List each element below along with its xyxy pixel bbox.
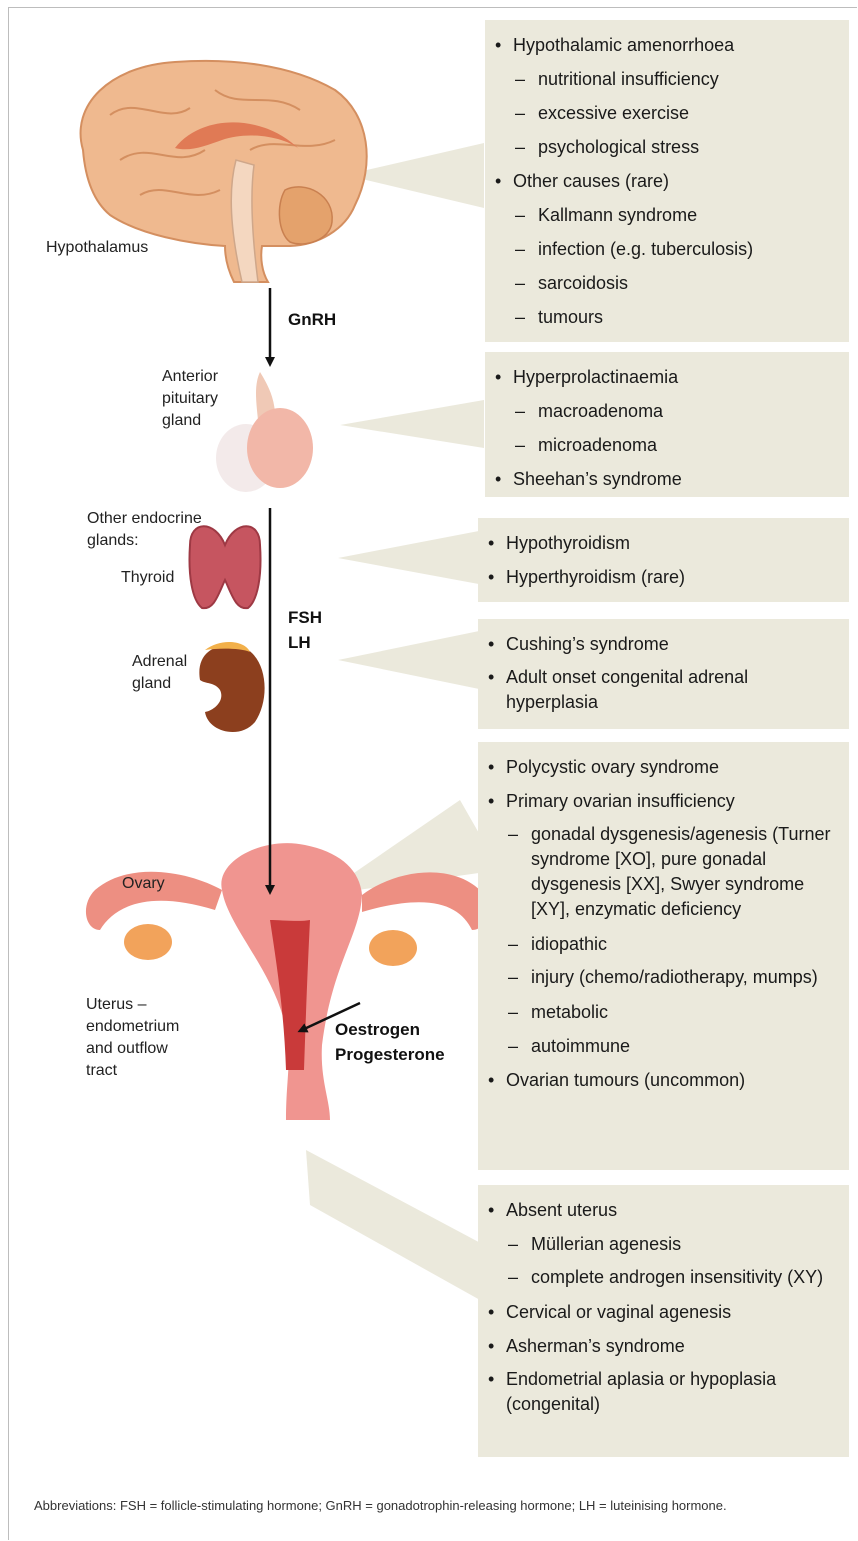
cause-bullet-item: Cushing’s syndrome	[488, 627, 839, 661]
box-pituitary-causes: Hyperprolactinaemiamacroadenomamicroaden…	[485, 352, 849, 497]
label-ovary: Ovary	[122, 873, 165, 895]
label-uterus: Uterus – endometrium and outflow tract	[86, 994, 179, 1082]
label-progesterone: Progesterone	[335, 1044, 445, 1066]
arrow-to-pituitary	[340, 400, 484, 448]
label-line: endometrium	[86, 1016, 179, 1038]
cause-bullet-item: Sheehan’s syndrome	[495, 462, 839, 496]
label-lh: LH	[288, 632, 311, 654]
arrow-to-thyroid	[338, 530, 484, 585]
cause-bullet-item: Polycystic ovary syndrome	[488, 750, 839, 784]
cause-sub-item: injury (chemo/radiotherapy, mumps)	[488, 965, 839, 990]
label-thyroid: Thyroid	[121, 567, 174, 589]
adrenal-illustration	[199, 642, 264, 732]
box-uterine-causes: Absent uterusMüllerian agenesis complete …	[478, 1185, 849, 1457]
cause-sub-item: microadenoma	[495, 428, 839, 462]
cause-bullet-item: Hyperprolactinaemia	[495, 360, 839, 394]
box-ovarian-causes: Polycystic ovary syndromePrimary ovarian…	[478, 742, 849, 1170]
cause-sub-item: excessive exercise	[495, 96, 839, 130]
label-line: Anterior	[162, 366, 218, 388]
cause-sub-item: metabolic	[488, 995, 839, 1029]
cause-sub-item: psychological stress	[495, 130, 839, 164]
cause-sub-item: macroadenoma	[495, 394, 839, 428]
label-line: gland	[132, 673, 187, 695]
cause-sub-item: infection (e.g. tuberculosis)	[495, 232, 839, 266]
cause-sub-item: idiopathic	[488, 927, 839, 961]
cause-bullet-item: Endometrial aplasia or hypoplasia (conge…	[488, 1367, 839, 1417]
label-anterior-pituitary: Anterior pituitary gland	[162, 366, 218, 432]
cause-bullet-item: Adult onset congenital adrenal hyperplas…	[488, 665, 839, 715]
cause-sub-item: nutritional insufficiency	[495, 62, 839, 96]
label-adrenal: Adrenal gland	[132, 651, 187, 695]
cause-bullet-item: Hypothalamic amenorrhoea	[495, 28, 839, 62]
label-line: and outflow	[86, 1038, 179, 1060]
footnote-abbreviations: Abbreviations: FSH = follicle-stimulatin…	[34, 1495, 794, 1517]
box-thyroid-causes: HypothyroidismHyperthyroidism (rare)	[478, 518, 849, 602]
label-line: Adrenal	[132, 651, 187, 673]
cause-sub-item: autoimmune	[488, 1029, 839, 1063]
cause-sub-item: Kallmann syndrome	[495, 198, 839, 232]
cause-sub-item: complete androgen insensitivity (XY)	[488, 1265, 839, 1290]
label-line: pituitary	[162, 388, 218, 410]
label-oestrogen: Oestrogen	[335, 1019, 420, 1041]
label-line: Other endocrine	[87, 508, 202, 530]
pituitary-illustration	[216, 372, 313, 492]
cause-bullet-item: Absent uterus	[488, 1193, 839, 1227]
cause-bullet-item: Primary ovarian insufficiency	[488, 784, 839, 818]
arrow-to-uterus	[306, 1150, 503, 1300]
cause-bullet-item: Asherman’s syndrome	[488, 1329, 839, 1363]
box-adrenal-causes: Cushing’s syndromeAdult onset congenital…	[478, 619, 849, 729]
label-line: glands:	[87, 530, 202, 552]
label-line: gland	[162, 410, 218, 432]
cause-bullet-item: Other causes (rare)	[495, 164, 839, 198]
cause-sub-item: Müllerian agenesis	[488, 1227, 839, 1261]
label-hypothalamus: Hypothalamus	[46, 237, 148, 259]
cause-bullet-item: Cervical or vaginal agenesis	[488, 1295, 839, 1329]
label-gnrh: GnRH	[288, 309, 336, 331]
cause-sub-item: gonadal dysgenesis/agenesis (Turner synd…	[488, 822, 839, 922]
cause-bullet-item: Ovarian tumours (uncommon)	[488, 1063, 839, 1097]
label-other-endocrine: Other endocrine glands:	[87, 508, 202, 552]
cause-bullet-item: Hypothyroidism	[488, 526, 839, 560]
cause-sub-item: tumours	[495, 300, 839, 334]
cause-sub-item: sarcoidosis	[495, 266, 839, 300]
box-hypothalamic-causes: Hypothalamic amenorrhoeanutritional insu…	[485, 20, 849, 342]
label-line: Uterus –	[86, 994, 179, 1016]
arrow-to-adrenal	[338, 630, 484, 690]
cause-bullet-item: Hyperthyroidism (rare)	[488, 560, 839, 594]
label-fsh: FSH	[288, 607, 322, 629]
label-line: tract	[86, 1060, 179, 1082]
